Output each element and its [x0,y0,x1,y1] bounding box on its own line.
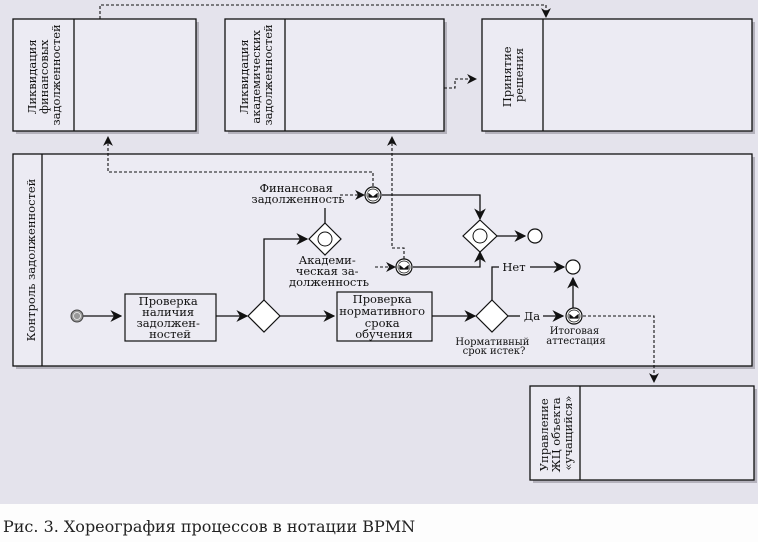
task-check-debts[interactable]: Проверка наличия задолжен- ностей [124,293,217,342]
pool-label-academic: Ликвидация академических задолженностей [237,24,275,126]
flow-label-no: Нет [502,260,525,274]
gateway-exclusive-1[interactable] [247,299,281,333]
event-financial-debt-message[interactable] [364,186,382,204]
svg-text:Проверка наличия з: Проверка наличия задолжен- ностей [136,294,203,341]
label-financial-debt: Финансовая задолженность [251,181,344,206]
event-final-attestation-message[interactable] [565,307,583,325]
start-event-timer[interactable] [70,309,84,323]
envelope-icon [568,312,580,320]
label-academic-debt: Академи- ческая за- долженность [289,253,369,289]
pool-label-control: Контроль задолженностей [24,178,38,341]
message-flow-to-student [583,315,659,383]
message-flow-to-academic [387,136,405,259]
pool-academic-debts [224,18,447,134]
svg-text:Проверка нормативного: Проверка нормативного срока обучения [339,292,428,341]
timer-icon [73,312,81,320]
event-academic-debt-message[interactable] [395,258,413,276]
sequence-flows [82,194,579,322]
pool-label-decision: Принятие решения [500,43,526,107]
message-flow-to-financial [103,136,374,186]
pool-decision [481,18,755,134]
pool-label-student: Управление ЖЦ объекта «учащийся» [537,394,575,473]
bpmn-diagram: Проверка наличия задолжен- ностей Провер… [12,4,757,483]
end-event-1[interactable] [527,228,543,244]
gateway-term-expired[interactable] [475,299,509,333]
message-flow-top [99,4,551,19]
envelope-icon [398,263,410,271]
pool-label-financial: Ликвидация финансовых задолженностей [25,24,63,126]
end-event-2[interactable] [565,259,581,275]
label-term-expired: Нормативный срок истек? [455,337,532,357]
gateway-event-based-1[interactable] [308,222,342,256]
flow-label-yes: Да [524,309,540,323]
task-check-study-term[interactable]: Проверка нормативного срока обучения [336,291,433,342]
pool-financial-debts [12,18,199,134]
envelope-icon [367,191,379,199]
figure-caption: Рис. 3. Хореография процессов в нотации … [3,517,416,536]
label-final-attestation: Итоговая аттестация [546,326,605,347]
message-flow-academic-to-decision [444,74,477,89]
diagram-canvas: Проверка наличия задолжен- ностей Провер… [0,0,758,504]
gateway-event-based-join[interactable] [462,219,498,253]
message-flows [99,4,659,383]
pool-student-lifecycle [529,385,757,483]
